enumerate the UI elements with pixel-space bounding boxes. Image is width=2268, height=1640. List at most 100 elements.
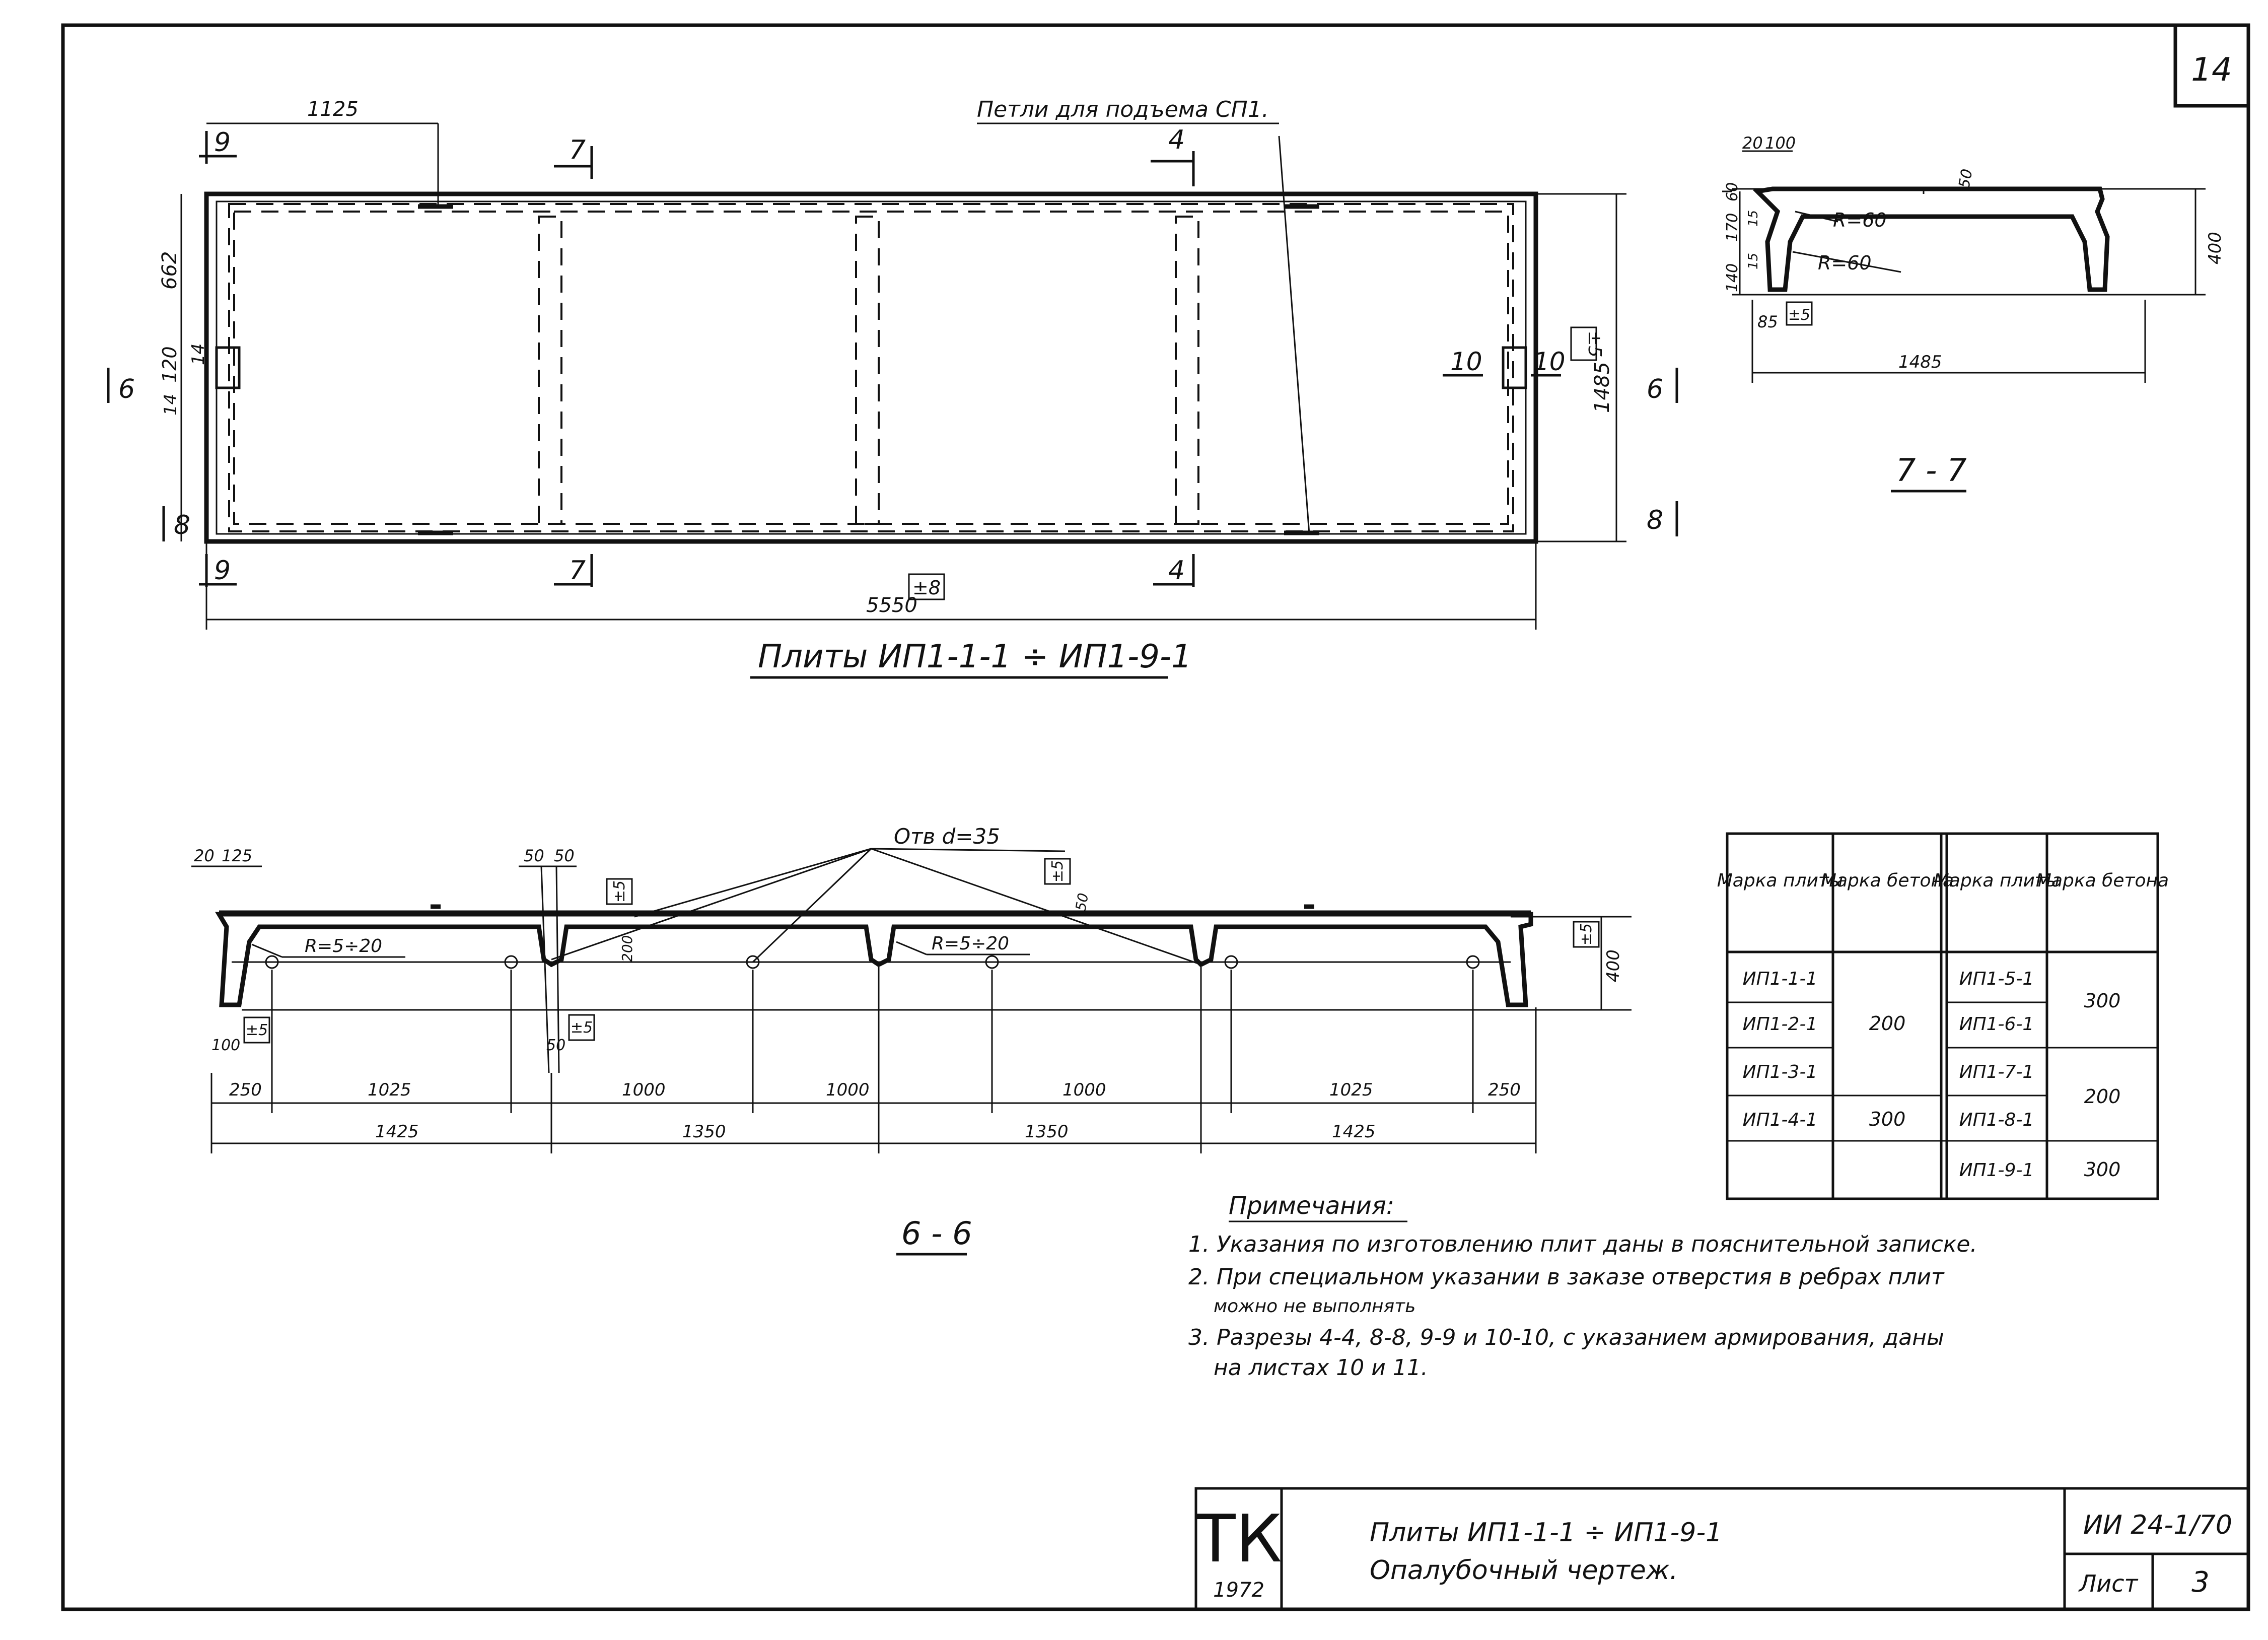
- note-line: на листах 10 и 11.: [1214, 1355, 1428, 1381]
- note-line: 1. Указания по изготовлению плит даны в …: [1188, 1232, 1977, 1257]
- table-header-1: Марка плиты: [1717, 870, 1844, 891]
- table-cell: 200: [1869, 1012, 1906, 1035]
- svg-text:±5: ±5: [246, 1021, 268, 1039]
- svg-text:85: 85: [1757, 312, 1778, 331]
- dim-total-length: 5550: [866, 594, 917, 617]
- transverse-ribs: [538, 216, 1199, 525]
- svg-text:1350: 1350: [682, 1122, 726, 1142]
- section-marker-6-right: 6: [1647, 368, 1678, 404]
- dim-lug-height: 120: [159, 346, 181, 383]
- tk-logo: ТК: [1195, 1500, 1282, 1577]
- svg-text:±5: ±5: [1049, 860, 1067, 882]
- svg-text:7: 7: [569, 556, 586, 586]
- svg-text:R=60: R=60: [1818, 252, 1872, 274]
- svg-text:±5: ±5: [1578, 923, 1595, 945]
- svg-text:9: 9: [214, 127, 231, 158]
- section-7-7: 20 100 60 170 140 15 15 R=60 R=60 50 400…: [1722, 133, 2225, 493]
- dim-lug-small-2: 14: [188, 344, 208, 365]
- table-cell: 300: [2084, 1158, 2121, 1181]
- notes: Примечания: 1. Указания по изготовлению …: [1188, 1192, 1977, 1381]
- section-marker-10-b: 10: [1531, 347, 1566, 377]
- table-header-2: Марка бетона: [1821, 870, 1954, 891]
- svg-text:50: 50: [1955, 168, 1976, 190]
- section-marker-4-top: 4: [1151, 125, 1195, 186]
- plan-view: Петли для подъема СП1. 1125 5550 ±8 1485…: [107, 97, 1678, 679]
- svg-text:1425: 1425: [1332, 1122, 1376, 1142]
- page-number: 14: [2191, 51, 2232, 89]
- grade-table: Марка плиты Марка бетона Марка плиты Мар…: [1717, 832, 2169, 1200]
- svg-text:1425: 1425: [375, 1122, 419, 1142]
- section-marker-7-top: 7: [554, 135, 593, 179]
- tol-width: ±5: [1584, 330, 1605, 357]
- title-line-1: Плиты ИП1-1-1 ÷ ИП1-9-1: [1370, 1518, 1722, 1548]
- section-marker-6-left: 6: [107, 368, 135, 404]
- table-cell: ИП1-2-1: [1743, 1014, 1818, 1035]
- section-marker-9-bottom: 9: [199, 554, 237, 587]
- holes: [265, 955, 1480, 969]
- svg-text:±5: ±5: [611, 880, 628, 903]
- svg-text:1000: 1000: [622, 1080, 666, 1100]
- svg-text:7: 7: [569, 135, 586, 165]
- table-cell: ИП1-5-1: [1959, 969, 2034, 989]
- svg-text:50: 50: [546, 1037, 565, 1054]
- table-cell: ИП1-9-1: [1959, 1160, 2034, 1181]
- section-77-title: 7 - 7: [1896, 452, 1967, 489]
- svg-text:4: 4: [1168, 125, 1185, 155]
- dim-lug-small-1: 14: [161, 394, 181, 416]
- section-marker-9-top: 9: [199, 127, 237, 164]
- section-marker-10-a: 10: [1443, 347, 1483, 377]
- title-year: 1972: [1213, 1579, 1264, 1602]
- svg-text:15: 15: [1746, 253, 1761, 269]
- svg-text:50: 50: [554, 846, 575, 865]
- holes-label: Отв d=35: [894, 824, 1000, 849]
- section-marker-4-bottom: 4: [1153, 554, 1195, 587]
- svg-text:10: 10: [1533, 347, 1566, 376]
- svg-text:15: 15: [1746, 210, 1761, 227]
- svg-text:1350: 1350: [1025, 1122, 1069, 1142]
- table-cell: ИП1-6-1: [1959, 1014, 2034, 1035]
- table-header-3: Марка плиты: [1934, 870, 2060, 891]
- svg-text:1025: 1025: [368, 1080, 411, 1100]
- table-cell: 200: [2084, 1085, 2121, 1108]
- svg-text:400: 400: [2205, 232, 2225, 264]
- svg-text:6: 6: [118, 374, 135, 404]
- plan-outline: [204, 191, 1538, 544]
- svg-text:60: 60: [1724, 182, 1741, 201]
- svg-text:100: 100: [1765, 133, 1796, 153]
- series-code: ИИ 24-1/70: [2083, 1510, 2232, 1540]
- section-66-title: 6 - 6: [901, 1215, 972, 1252]
- svg-text:400: 400: [1603, 949, 1623, 982]
- svg-text:R=5÷20: R=5÷20: [932, 933, 1009, 954]
- svg-text:±5: ±5: [571, 1019, 593, 1037]
- loops-label: Петли для подъема СП1.: [977, 97, 1269, 122]
- svg-text:100: 100: [211, 1037, 240, 1054]
- svg-text:20: 20: [194, 846, 215, 865]
- svg-text:R=60: R=60: [1833, 209, 1887, 231]
- svg-text:125: 125: [222, 846, 252, 865]
- svg-text:1000: 1000: [1062, 1080, 1106, 1100]
- svg-text:9: 9: [214, 556, 231, 586]
- svg-text:170: 170: [1724, 213, 1741, 242]
- section-marker-8-left: 8: [162, 506, 190, 541]
- dim-loop-offset: 1125: [307, 98, 359, 121]
- dim-edge-top: 662: [158, 251, 181, 290]
- hole-leader-lines: [551, 848, 1201, 966]
- table-cell: 300: [1869, 1108, 1906, 1130]
- svg-text:1485: 1485: [1898, 352, 1942, 372]
- svg-text:20: 20: [1742, 133, 1763, 153]
- svg-text:1000: 1000: [826, 1080, 870, 1100]
- svg-text:200: 200: [619, 935, 635, 962]
- table-cell: ИП1-1-1: [1743, 969, 1818, 989]
- table-cell: ИП1-7-1: [1959, 1062, 2034, 1082]
- svg-text:250: 250: [1488, 1080, 1521, 1100]
- sheet-number: 3: [2191, 1566, 2210, 1599]
- svg-text:8: 8: [174, 510, 190, 540]
- sheet-label: Лист: [2078, 1570, 2139, 1597]
- svg-text:±5: ±5: [1788, 306, 1810, 324]
- svg-text:140: 140: [1724, 263, 1741, 292]
- svg-text:4: 4: [1168, 556, 1185, 586]
- notes-title: Примечания:: [1229, 1192, 1394, 1220]
- svg-text:250: 250: [229, 1080, 262, 1100]
- section-6-6: Отв d=35 20 125 50 50 R=5÷20 R=5÷20 200 …: [191, 824, 1632, 1256]
